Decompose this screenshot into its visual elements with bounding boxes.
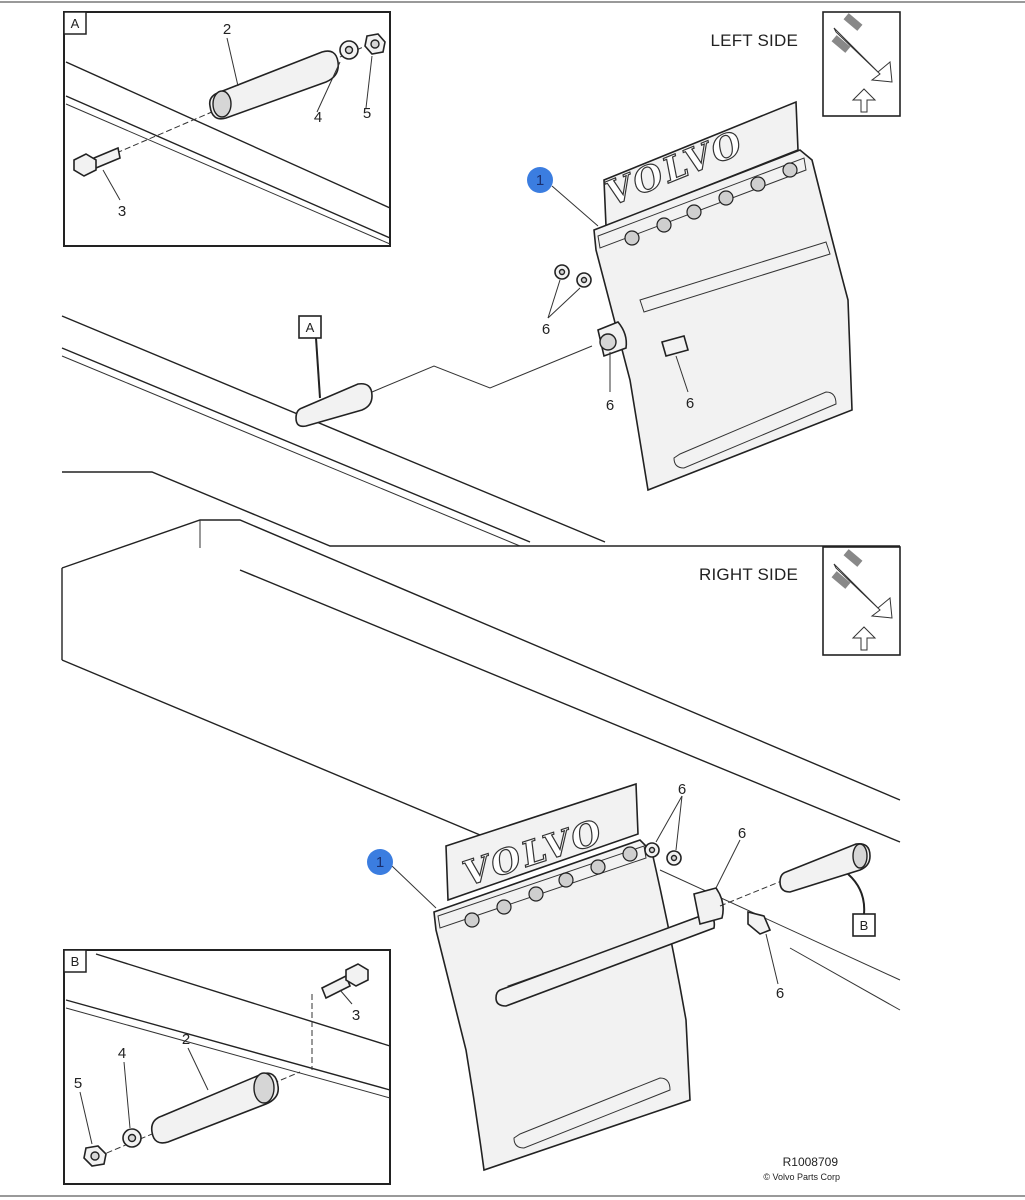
- callout-right-fastener-3: 6: [776, 985, 784, 1002]
- callout-a-washer: 4: [314, 109, 322, 126]
- callout-left-mudflap: 1: [536, 172, 544, 189]
- bolt-b: [320, 963, 369, 1000]
- callout-left-fastener-1: 6: [542, 321, 550, 338]
- orientation-icon-left: [822, 11, 901, 117]
- callout-a-nut: 5: [363, 105, 371, 122]
- washer-left-6: [554, 264, 592, 288]
- pin-b: [150, 1072, 280, 1144]
- detail-box-b-label: B: [71, 954, 80, 969]
- callout-a-pin: 2: [223, 21, 231, 38]
- nut-b: [83, 1145, 107, 1167]
- callout-b-bolt: 3: [352, 1007, 360, 1024]
- callout-marker-left: [527, 167, 553, 193]
- callout-left-fastener-2: 6: [606, 397, 614, 414]
- callout-b-nut: 5: [74, 1075, 82, 1092]
- nut-a: [364, 33, 386, 55]
- pin-stub-right: B: [779, 842, 876, 937]
- callout-left-fastener-3: 6: [686, 395, 694, 412]
- callout-marker-right: [367, 849, 393, 875]
- orientation-icon-right: [822, 546, 901, 656]
- bolt-right-6: [747, 910, 772, 935]
- callout-right-fastener-2: 6: [738, 825, 746, 842]
- callout-a-bolt: 3: [118, 203, 126, 220]
- detail-box-a: A 2 4 5 3: [63, 11, 391, 247]
- lower-frame-rail: [61, 471, 901, 1011]
- pointer-a-label: A: [306, 320, 315, 335]
- bolt-a: [73, 146, 121, 177]
- callout-right-mudflap: 1: [376, 854, 384, 871]
- callout-b-pin: 2: [182, 1031, 190, 1048]
- upper-frame-rail: A: [61, 315, 606, 547]
- callout-b-washer: 4: [118, 1045, 126, 1062]
- washer-a: [339, 40, 359, 60]
- washer-right-6: [644, 842, 682, 866]
- mudflap-left: VOLVO 6 6 6 1: [527, 100, 853, 492]
- pointer-b-label: B: [860, 918, 869, 933]
- pin-a: [208, 50, 340, 120]
- detail-box-a-label: A: [71, 16, 80, 31]
- right-side-label: RIGHT SIDE: [699, 565, 798, 584]
- reference-code: R1008709: [783, 1155, 839, 1169]
- left-side-label: LEFT SIDE: [711, 31, 798, 50]
- callout-right-fastener-1: 6: [678, 781, 686, 798]
- mudflap-right: VOLVO 6 6 6 1: [367, 781, 785, 1172]
- copyright-text: © Volvo Parts Corp: [763, 1172, 840, 1182]
- washer-b: [122, 1128, 142, 1148]
- detail-box-b: B 2 4 5 3: [63, 949, 391, 1185]
